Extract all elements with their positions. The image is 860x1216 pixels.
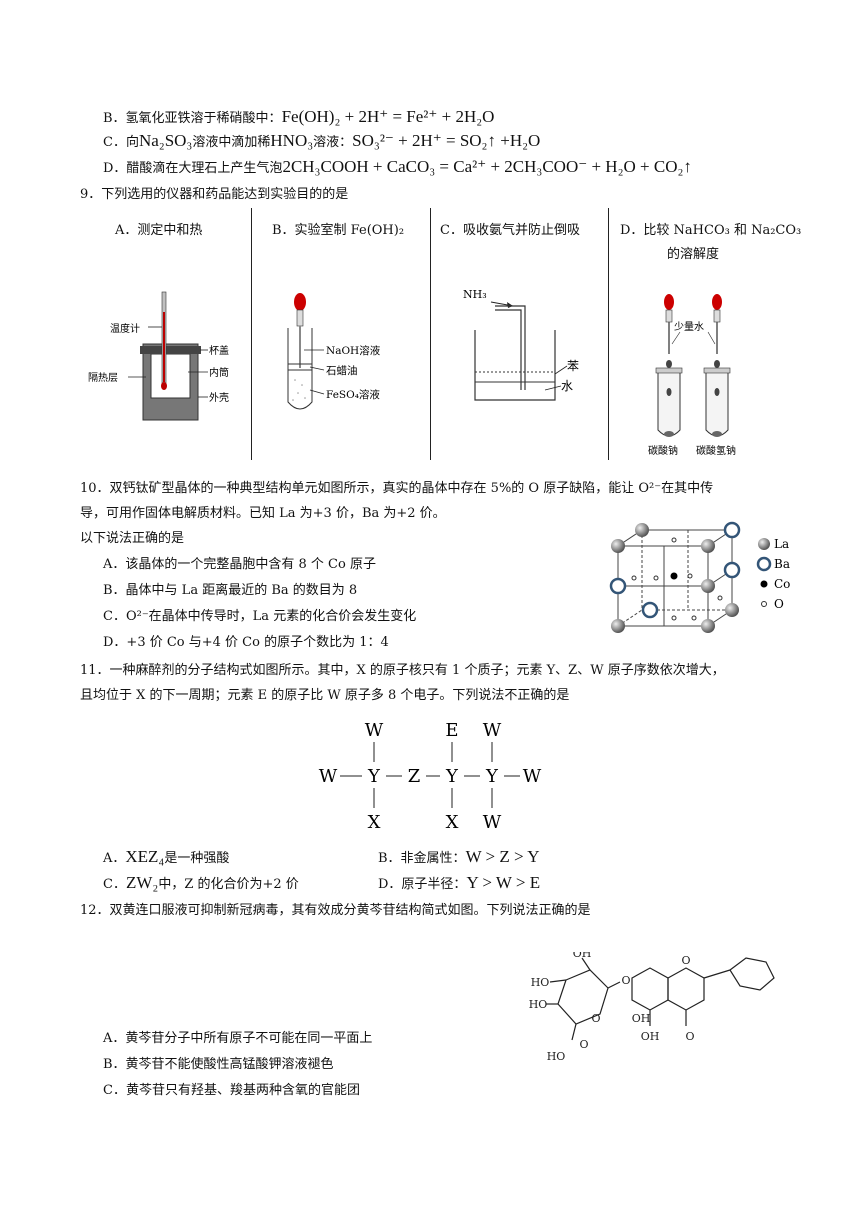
q9-a-label-inner: 内筒	[209, 366, 229, 379]
q12-label-o-carbonyl-acid: O	[579, 1038, 588, 1051]
q11-option-c: C．ZW₂中，Z 的化合价为+2 价	[103, 874, 299, 894]
q8-c-na2so3: Na₂SO₃	[138, 131, 193, 150]
q9-a-label-thermometer: 温度计	[110, 322, 140, 335]
q11-d-pre: D．原子半径：	[378, 877, 467, 892]
q11-atom-y-1: Y	[367, 766, 381, 787]
q8-c-label-pre: C．向	[103, 135, 139, 150]
q8-d-label: D．醋酸滴在大理石上产生气泡	[103, 161, 283, 176]
q9-d-label-na2co3: 碳酸钠	[648, 444, 678, 457]
q11-c-pre: C．	[103, 877, 126, 892]
q9-b-label-feso4: FeSO₄溶液	[326, 388, 380, 401]
q8-c-hno3: HNO₃	[270, 131, 314, 150]
q11-b-pre: B．非金属性：	[378, 851, 466, 866]
q11-atom-x-bottom-mid: X	[446, 812, 459, 833]
q11-atom-w-right: W	[523, 766, 542, 787]
q11-atom-w-top-left: W	[365, 720, 384, 741]
q12-baicalin-structure: OH HO O O HO OH O HO O OH O	[529, 952, 775, 1063]
q9-b-label-paraffin: 石蜡油	[326, 364, 358, 377]
q9-a-calorimeter-diagram: 温度计 杯盖 内筒 隔热层 外壳	[88, 291, 229, 421]
q8-c-equation: SO₃²⁻ + 2H⁺ = SO₂↑ +H₂O	[352, 131, 541, 150]
q11-c-formula: ZW₂	[125, 873, 159, 892]
q11-stem-2: 且均位于 X 的下一周期；元素 E 的原子比 W 原子多 8 个电子。下列说法不…	[80, 688, 570, 703]
q11-a-formula: XEZ₄	[125, 847, 165, 866]
q12-option-a: A．黄芩苷分子中所有原子不可能在同一平面上	[103, 1031, 373, 1046]
q9-c-title: C．吸收氨气并防止倒吸	[440, 223, 580, 238]
q12-label-ho-acid: HO	[547, 1050, 566, 1063]
q11-atom-y-2: Y	[445, 766, 459, 787]
q9-c-label-benzene: 苯	[567, 359, 579, 373]
q12-label-oh-mid: OH	[632, 1012, 651, 1025]
q12-label-ho-left-lower: HO	[529, 998, 548, 1011]
q10-stem-2: 导，可用作固体电解质材料。已知 La 为+3 价，Ba 为+2 价。	[80, 506, 446, 521]
q9-a-label-insulation: 隔热层	[88, 371, 118, 384]
q10-option-b: B．晶体中与 La 距离最近的 Ba 的数目为 8	[103, 583, 358, 598]
q11-b-formula: W > Z > Y	[465, 847, 540, 866]
q11-atom-x-bottom-left: X	[368, 812, 381, 833]
q11-atom-e: E	[445, 720, 458, 741]
q9-divider-2	[430, 208, 431, 460]
q9-c-beaker-diagram: NH₃ 苯 水	[463, 288, 579, 401]
q10-legend-la: La	[774, 537, 789, 551]
q12-label-ho-left-upper: HO	[531, 976, 550, 989]
q12-option-c: C．黄芩苷只有羟基、羧基两种含氧的官能团	[103, 1083, 360, 1098]
q9-b-title: B．实验室制 Fe(OH)₂	[272, 223, 405, 238]
q11-option-a: A．XEZ₄是一种强酸	[103, 848, 229, 868]
q8-b-label: B．氢氧化亚铁溶于稀硝酸中：	[103, 111, 282, 126]
q9-c-label-water: 水	[561, 379, 573, 393]
q12-option-b: B．黄芩苷不能使酸性高锰酸钾溶液褪色	[103, 1057, 334, 1072]
q9-d-title-2: 的溶解度	[667, 247, 720, 262]
q11-atom-z: Z	[408, 766, 421, 787]
q12-label-o-pyran: O	[681, 954, 690, 967]
q8-option-b: B．氢氧化亚铁溶于稀硝酸中：Fe(OH)₂ + 2H⁺ = Fe²⁺ + 2H₂…	[103, 108, 494, 128]
q11-option-d: D．原子半径：Y > W > E	[378, 874, 540, 894]
q11-option-b: B．非金属性：W > Z > Y	[378, 848, 540, 868]
q12-label-oh-bottom: OH	[641, 1030, 660, 1043]
q9-stem: 9．下列选用的仪器和药品能达到实验目的的是	[80, 187, 349, 202]
q9-divider-3	[608, 208, 609, 460]
q9-a-label-lid: 杯盖	[209, 344, 229, 357]
q8-option-c: C．向Na₂SO₃溶液中滴加稀HNO₃溶液：SO₃²⁻ + 2H⁺ = SO₂↑…	[103, 132, 540, 152]
q11-a-pre: A．	[103, 851, 126, 866]
q9-a-label-shell: 外壳	[209, 391, 229, 404]
q10-legend-ba: Ba	[774, 557, 790, 571]
q10-option-c: C．O²⁻在晶体中传导时，La 元素的化合价会发生变化	[103, 609, 417, 624]
q11-molecule-structure: W W Y Z Y Y W X E X W W	[319, 720, 542, 833]
q8-b-equation: Fe(OH)₂ + 2H⁺ = Fe²⁺ + 2H₂O	[281, 107, 495, 126]
q12-label-o-ketone: O	[685, 1030, 694, 1043]
q11-atom-w-top-right: W	[483, 720, 502, 741]
q8-option-d: D．醋酸滴在大理石上产生气泡2CH₃COOH + CaCO₃ = Ca²⁺ + …	[103, 158, 692, 178]
q9-a-title: A．测定中和热	[115, 223, 203, 238]
q11-c-post: 中，Z 的化合价为+2 价	[158, 877, 299, 892]
q10-legend-co: Co	[774, 577, 790, 591]
q10-stem-1: 10．双钙钛矿型晶体的一种典型结构单元如图所示，真实的晶体中存在 5%的 O 原…	[80, 481, 714, 496]
q9-divider-1	[251, 208, 252, 460]
q9-d-label-nahco3: 碳酸氢钠	[696, 444, 736, 457]
q9-d-label-water: 少量水	[674, 321, 704, 333]
q9-b-test-tube-diagram: NaOH溶液 石蜡油 FeSO₄溶液	[287, 293, 381, 410]
q8-c-label-mid: 溶液中滴加稀	[192, 135, 271, 150]
q12-label-oh-top: OH	[573, 952, 592, 960]
q9-d-solubility-diagram: 少量水 碳酸钠 碳酸氢钠	[648, 294, 736, 457]
q11-atom-w-bottom-right: W	[483, 812, 502, 833]
q8-d-equation: 2CH₃COOH + CaCO₃ = Ca²⁺ + 2CH₃COO⁻ + H₂O…	[282, 157, 692, 176]
q12-stem: 12．双黄连口服液可抑制新冠病毒，其有效成分黄芩苷结构简式如图。下列说法正确的是	[80, 903, 591, 918]
q10-legend-o: O	[774, 597, 784, 611]
q11-atom-w-left: W	[319, 766, 338, 787]
q9-d-title-1: D．比较 NaHCO₃ 和 Na₂CO₃	[620, 223, 802, 238]
q10-crystal-cell-diagram: La Ba Co O	[609, 521, 790, 633]
q12-label-o-ring: O	[591, 1012, 600, 1025]
q9-c-label-nh3: NH₃	[463, 288, 487, 301]
q8-c-label-post: 溶液：	[313, 135, 353, 150]
q11-a-post: 是一种强酸	[164, 851, 230, 866]
q9-b-label-naoh: NaOH溶液	[326, 344, 381, 357]
q12-label-o-link: O	[621, 974, 630, 987]
q11-stem-1: 11．一种麻醉剂的分子结构式如图所示。其中，X 的原子核只有 1 个质子；元素 …	[80, 663, 725, 678]
q10-option-d: D．+3 价 Co 与+4 价 Co 的原子个数比为 1：4	[103, 635, 389, 650]
q11-d-formula: Y > W > E	[466, 873, 541, 892]
q11-atom-y-3: Y	[485, 766, 499, 787]
q10-option-a: A．该晶体的一个完整晶胞中含有 8 个 Co 原子	[103, 557, 376, 572]
q10-stem-3: 以下说法正确的是	[80, 531, 185, 546]
